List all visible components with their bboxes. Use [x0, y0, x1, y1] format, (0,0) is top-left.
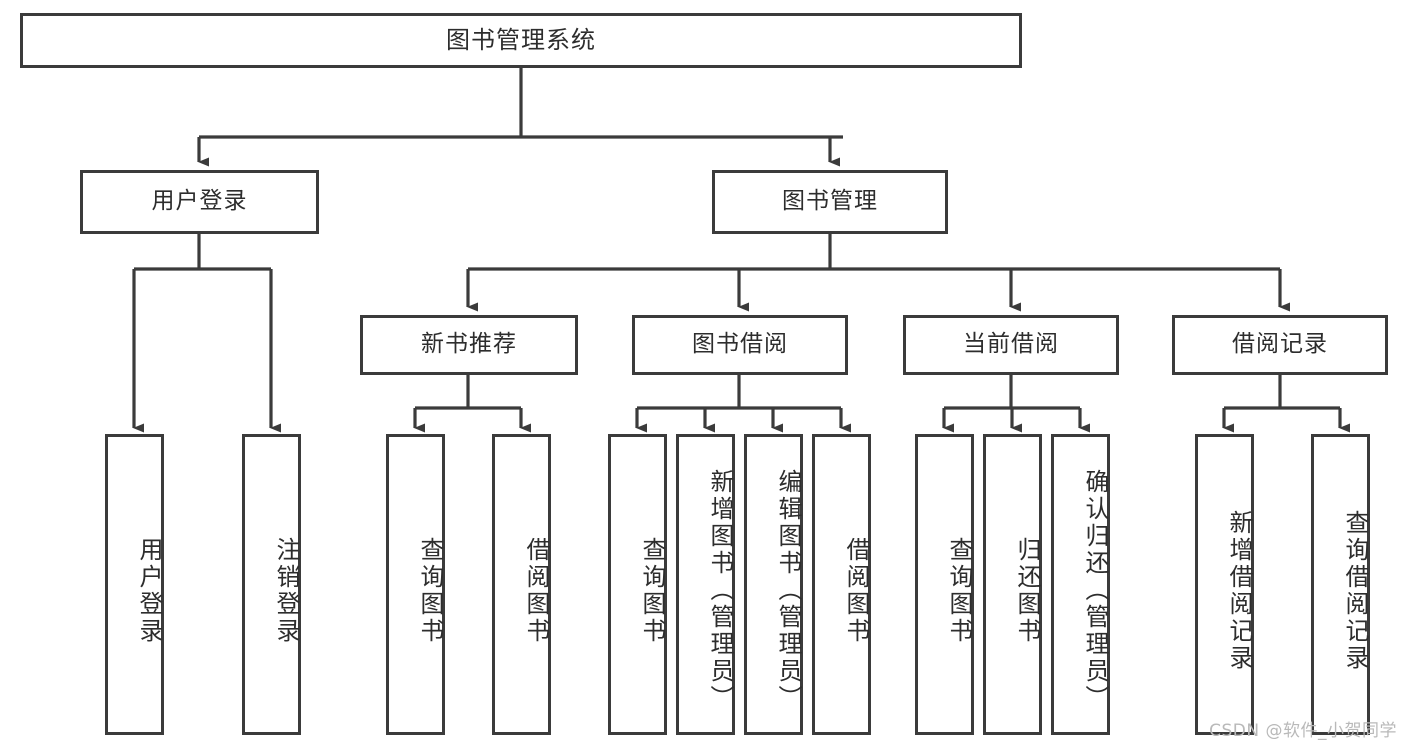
leaf-label: 归还图书	[1013, 536, 1041, 645]
node-book-management[interactable]: 图书管理	[712, 170, 948, 234]
leaf-confirm-return-admin[interactable]: 确认归还（管理员）	[1051, 434, 1110, 735]
leaf-query-book-current[interactable]: 查询图书	[915, 434, 974, 735]
leaf-label: 查询借阅记录	[1341, 509, 1369, 672]
leaf-add-book-admin[interactable]: 新增图书（管理员）	[676, 434, 735, 735]
node-book-borrowing[interactable]: 图书借阅	[632, 315, 848, 375]
leaf-label: 用户登录	[135, 536, 163, 645]
leaf-label: 借阅图书	[522, 536, 550, 645]
leaf-borrow-book[interactable]: 借阅图书	[812, 434, 871, 735]
leaf-label: 查询图书	[416, 536, 444, 645]
csdn-watermark: CSDN @软件_小贺同学	[1209, 721, 1397, 741]
leaf-label: 新增借阅记录	[1225, 509, 1253, 672]
leaf-label: 查询图书	[945, 536, 973, 645]
leaf-logout[interactable]: 注销登录	[242, 434, 301, 735]
leaf-borrow-book-new-rec[interactable]: 借阅图书	[492, 434, 551, 735]
leaf-return-book[interactable]: 归还图书	[983, 434, 1042, 735]
leaf-label: 注销登录	[272, 536, 300, 645]
leaf-query-book-borrow[interactable]: 查询图书	[608, 434, 667, 735]
leaf-user-login[interactable]: 用户登录	[105, 434, 164, 735]
node-user-login[interactable]: 用户登录	[80, 170, 319, 234]
leaf-query-borrow-record[interactable]: 查询借阅记录	[1311, 434, 1370, 735]
leaf-label: 确认归还（管理员）	[1081, 469, 1109, 712]
leaf-label: 编辑图书（管理员）	[774, 469, 802, 712]
leaf-label: 查询图书	[638, 536, 666, 645]
leaf-query-book-new-rec[interactable]: 查询图书	[386, 434, 445, 735]
leaf-add-borrow-record[interactable]: 新增借阅记录	[1195, 434, 1254, 735]
leaf-edit-book-admin[interactable]: 编辑图书（管理员）	[744, 434, 803, 735]
leaf-label: 借阅图书	[842, 536, 870, 645]
node-new-book-recommendation[interactable]: 新书推荐	[360, 315, 578, 375]
node-borrowing-record[interactable]: 借阅记录	[1172, 315, 1388, 375]
node-current-borrowing[interactable]: 当前借阅	[903, 315, 1119, 375]
leaf-label: 新增图书（管理员）	[706, 469, 734, 712]
node-root-book-management-system[interactable]: 图书管理系统	[20, 13, 1022, 68]
